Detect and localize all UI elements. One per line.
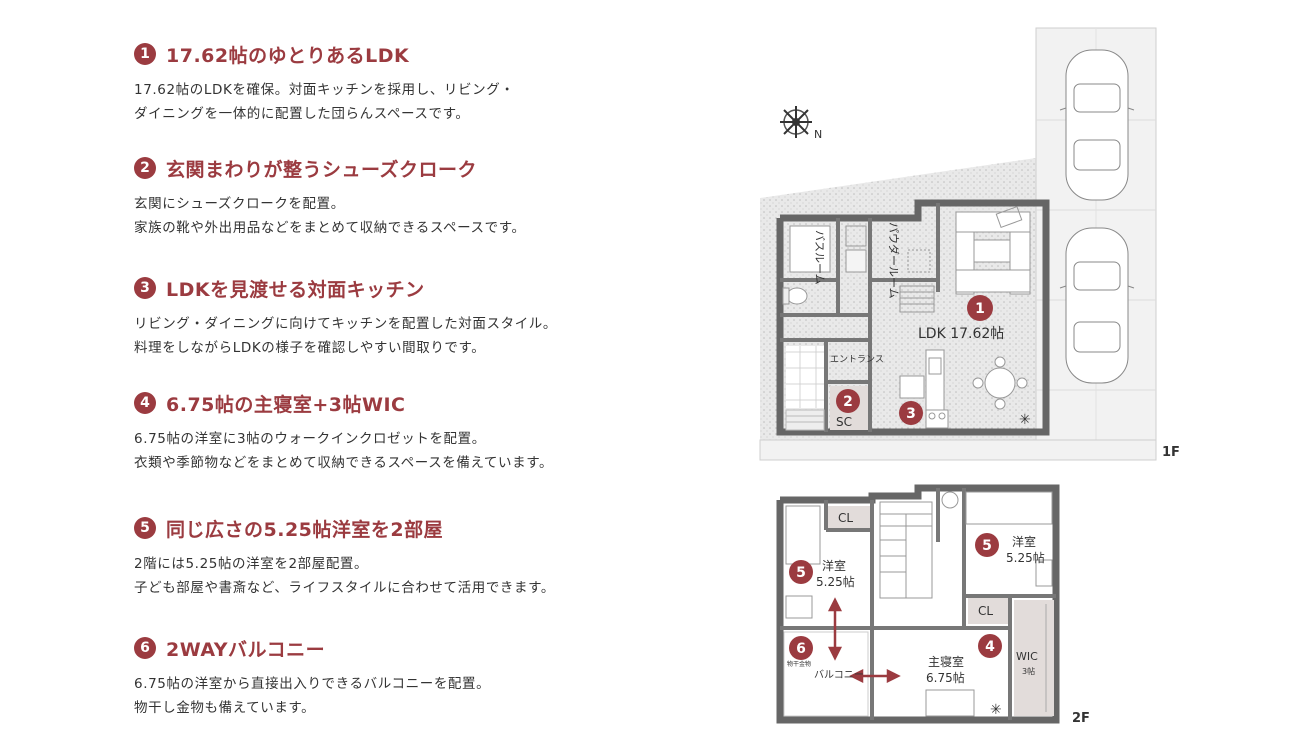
floor-2-plan: ✳ 洋室 5.25帖 洋室 5.25帖 主寝室 6.75帖 CL CL WIC … bbox=[776, 484, 1090, 726]
feature-number-badge: 3 bbox=[134, 277, 156, 299]
room-label: 主寝室 bbox=[928, 654, 964, 669]
plant-icon: ✳ bbox=[1019, 412, 1031, 428]
wic-size: 3帖 bbox=[1022, 666, 1035, 676]
passage-arrow bbox=[849, 668, 901, 684]
entrance-tile bbox=[786, 346, 824, 408]
marker-1: 1 bbox=[967, 295, 993, 321]
feature-1: 1 17.62帖のゆとりあるLDK 17.62帖のLDKを確保。対面キッチンを採… bbox=[134, 40, 694, 126]
bed-icon bbox=[925, 689, 975, 717]
closet-label: CL bbox=[978, 604, 993, 618]
balcony-label: バルコニー bbox=[814, 669, 864, 681]
svg-text:2: 2 bbox=[843, 394, 853, 410]
hoshi-label: 物干金物 bbox=[787, 660, 811, 668]
svg-text:5: 5 bbox=[982, 538, 992, 554]
feature-title: 6.75帖の主寝室+3帖WIC bbox=[166, 393, 406, 416]
feature-title: 同じ広さの5.25帖洋室を2部屋 bbox=[166, 518, 444, 541]
marker-5: 5 bbox=[975, 533, 999, 557]
room-size: 5.25帖 bbox=[1006, 550, 1045, 565]
sofa-icon bbox=[955, 211, 1031, 295]
feature-description: 2階には5.25帖の洋室を2部屋配置。 子ども部屋や書斎など、ライフスタイルに合… bbox=[134, 556, 555, 596]
marker-3: 3 bbox=[899, 401, 923, 425]
washer-icon bbox=[907, 249, 931, 273]
feature-number-badge: 4 bbox=[134, 392, 156, 414]
feature-4: 4 6.75帖の主寝室+3帖WIC 6.75帖の洋室に3帖のウォークインクロゼッ… bbox=[134, 389, 694, 475]
svg-text:5: 5 bbox=[796, 565, 806, 581]
stove-icon bbox=[925, 409, 949, 429]
desk-icon bbox=[1035, 559, 1053, 587]
feature-title: 17.62帖のゆとりあるLDK bbox=[166, 44, 410, 67]
feature-description: 6.75帖の洋室から直接出入りできるバルコニーを配置。 物干し金物も備えています… bbox=[134, 676, 491, 716]
svg-text:6: 6 bbox=[796, 641, 806, 657]
marker-4: 4 bbox=[978, 634, 1002, 658]
svg-text:4: 4 bbox=[985, 639, 995, 655]
svg-text:1: 1 bbox=[975, 301, 985, 317]
closet bbox=[968, 598, 1008, 624]
bathtub-icon bbox=[789, 225, 831, 273]
car-icon bbox=[1059, 227, 1135, 384]
desk-icon bbox=[785, 595, 813, 619]
feature-description: 6.75帖の洋室に3帖のウォークインクロゼットを配置。 衣類や季節物などをまとめ… bbox=[134, 431, 554, 471]
marker-2: 2 bbox=[836, 389, 860, 413]
floor-2-label: 2F bbox=[1072, 711, 1090, 726]
feature-description: リビング・ダイニングに向けてキッチンを配置した対面スタイル。 料理をしながらLD… bbox=[134, 316, 557, 356]
feature-description: 17.62帖のLDKを確保。対面キッチンを採用し、リビング・ ダイニングを一体的… bbox=[134, 82, 515, 122]
toilet-icon bbox=[786, 287, 808, 305]
floor-1-label: 1F bbox=[1162, 445, 1180, 460]
room-label: 洋室 bbox=[1012, 534, 1036, 549]
stairs-icon bbox=[879, 501, 933, 599]
feature-title: 玄関まわりが整うシューズクローク bbox=[166, 158, 478, 181]
floor-1-plan: N bbox=[759, 27, 1180, 461]
stairs-icon bbox=[899, 285, 935, 313]
feature-6: 6 2WAYバルコニー 6.75帖の洋室から直接出入りできるバルコニーを配置。 … bbox=[134, 634, 694, 720]
feature-3: 3 LDKを見渡せる対面キッチン リビング・ダイニングに向けてキッチンを配置した… bbox=[134, 274, 694, 360]
ldk-label: LDK 17.62帖 bbox=[918, 326, 1004, 342]
feature-title: LDKを見渡せる対面キッチン bbox=[166, 278, 425, 301]
feature-2: 2 玄関まわりが整うシューズクローク 玄関にシューズクロークを配置。 家族の靴や… bbox=[134, 154, 694, 240]
svg-text:3: 3 bbox=[906, 406, 916, 422]
feature-5: 5 同じ広さの5.25帖洋室を2部屋 2階には5.25帖の洋室を2部屋配置。 子… bbox=[134, 514, 694, 600]
closet bbox=[828, 506, 870, 528]
feature-title: 2WAYバルコニー bbox=[166, 638, 326, 661]
room-label: 洋室 bbox=[822, 558, 846, 573]
sink-icon bbox=[845, 249, 867, 273]
sc-label: SC bbox=[836, 415, 852, 429]
powder-label: パウダールーム bbox=[887, 222, 901, 299]
svg-text:N: N bbox=[814, 128, 822, 141]
dining-table-icon bbox=[972, 356, 1028, 410]
marker-5: 5 bbox=[789, 560, 813, 584]
room-size: 6.75帖 bbox=[926, 670, 965, 685]
entrance-label: エントランス bbox=[830, 354, 884, 365]
wic-label: WIC bbox=[1016, 650, 1038, 663]
feature-description: 玄関にシューズクロークを配置。 家族の靴や外出用品などをまとめて収納できるスペー… bbox=[134, 196, 526, 236]
feature-number-badge: 5 bbox=[134, 517, 156, 539]
car-icon bbox=[1059, 49, 1135, 201]
bed-icon bbox=[965, 491, 1053, 525]
feature-number-badge: 6 bbox=[134, 637, 156, 659]
walk-in-closet bbox=[1014, 600, 1054, 716]
feature-number-badge: 1 bbox=[134, 43, 156, 65]
feature-number-badge: 2 bbox=[134, 157, 156, 179]
compass-icon: N bbox=[780, 106, 822, 141]
bath-label: バスルーム bbox=[813, 230, 826, 285]
plant-icon: ✳ bbox=[990, 702, 1002, 718]
passage-arrow bbox=[827, 597, 843, 661]
fridge-icon bbox=[899, 375, 925, 399]
room-size: 5.25帖 bbox=[816, 574, 855, 589]
toilet-icon bbox=[941, 491, 959, 509]
bed-icon bbox=[785, 505, 821, 565]
marker-6: 6 bbox=[789, 636, 813, 660]
closet-label: CL bbox=[838, 511, 853, 525]
